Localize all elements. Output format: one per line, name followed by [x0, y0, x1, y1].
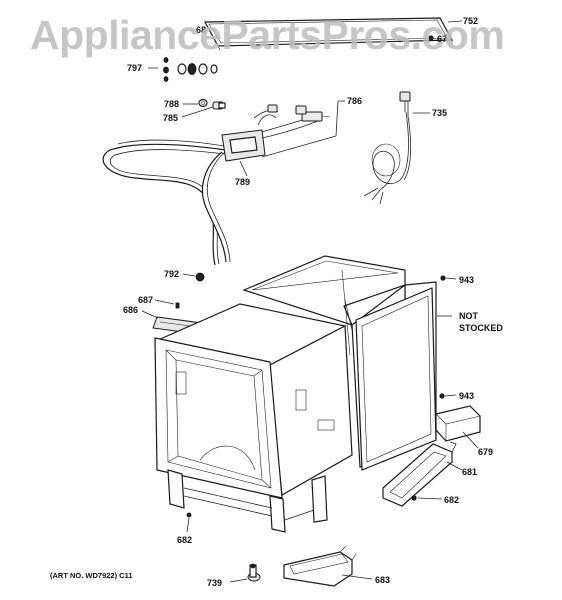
tub-assembly [154, 303, 353, 533]
part-739-leveling-leg [247, 563, 261, 582]
outer-cabinet-shell [242, 255, 437, 471]
part-943-screw-upper [440, 275, 446, 281]
part-679-insulation-block [435, 405, 481, 442]
label-786: 786 [347, 96, 362, 106]
part-683-toe-bracket [283, 545, 357, 587]
part-67-clip [428, 35, 434, 41]
label-739: 739 [207, 578, 222, 588]
part-789-hose-assembly [102, 139, 231, 266]
label-943-lower: 943 [459, 391, 474, 401]
part-797-fitting-set [148, 57, 218, 82]
label-683: 683 [375, 575, 390, 585]
label-735: 735 [432, 108, 447, 118]
not-stocked-note-line2: STOCKED [459, 323, 503, 333]
label-797: 797 [127, 63, 142, 73]
part-687-screw [175, 302, 180, 309]
part-681-bracket [382, 441, 457, 507]
label-752: 752 [463, 16, 478, 26]
part-752-top-panel [204, 17, 453, 51]
label-68: 68 [196, 25, 206, 35]
label-682-right: 682 [444, 495, 459, 505]
art-number: (ART NO. WD7922) C11 [50, 571, 133, 580]
part-792-drain-fitting [195, 272, 205, 282]
part-682-screw-left [186, 512, 192, 518]
label-789: 789 [235, 177, 250, 187]
label-792: 792 [164, 269, 179, 279]
part-682-screw-right [411, 495, 417, 501]
label-943-upper: 943 [459, 275, 474, 285]
label-67: 67 [437, 34, 447, 44]
label-788: 788 [164, 99, 179, 109]
part-785-elbow-fitting [212, 101, 226, 110]
label-686: 686 [123, 305, 138, 315]
label-682-left: 682 [177, 535, 192, 545]
not-stocked-note-line1: NOT [459, 311, 479, 321]
part-943-screw-lower [439, 393, 445, 399]
part-788-washer [198, 98, 208, 108]
label-687: 687 [138, 295, 153, 305]
label-679: 679 [478, 447, 493, 457]
part-786-water-valve-manifold [221, 104, 331, 162]
label-785: 785 [163, 113, 178, 123]
label-681: 681 [462, 467, 477, 477]
part-735-power-cord [363, 91, 412, 205]
